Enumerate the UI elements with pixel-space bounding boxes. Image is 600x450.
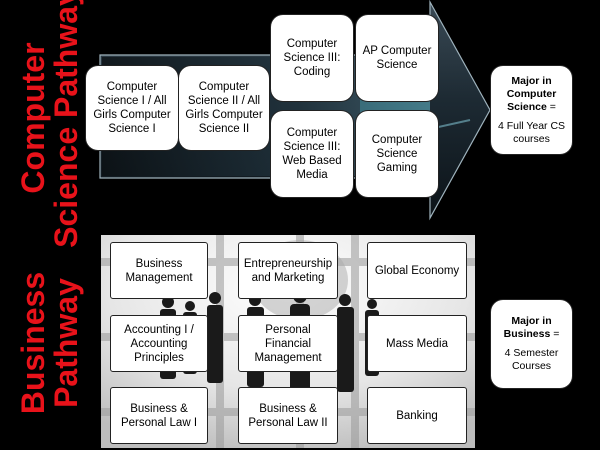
cs-course-cs3-coding: Computer Science III: Coding xyxy=(271,15,353,101)
biz-course-law-1: Business & Personal Law I xyxy=(110,387,208,444)
biz-course-law-2: Business & Personal Law II xyxy=(238,387,338,444)
biz-course-management: Business Management xyxy=(110,242,208,299)
biz-course-accounting: Accounting I / Accounting Principles xyxy=(110,315,208,372)
biz-course-global-economy: Global Economy xyxy=(367,242,467,299)
cs-course-cs3-web: Computer Science III: Web Based Media xyxy=(271,111,353,197)
cs-course-ap-cs: AP Computer Science xyxy=(356,15,438,101)
biz-course-banking: Banking xyxy=(367,387,467,444)
cs-course-gaming: Computer Science Gaming xyxy=(356,111,438,197)
biz-major-callout: Major in Business = 4 Semester Courses xyxy=(491,300,572,388)
biz-course-mass-media: Mass Media xyxy=(367,315,467,372)
biz-course-entrepreneurship: Entrepreneurship and Marketing xyxy=(238,242,338,299)
cs-course-cs1: Computer Science I / All Girls Computer … xyxy=(86,66,178,150)
biz-course-personal-finance: Personal Financial Management xyxy=(238,315,338,372)
cs-course-cs2: Computer Science II / All Girls Computer… xyxy=(179,66,269,150)
cs-major-callout: Major in Computer Science = 4 Full Year … xyxy=(491,66,572,154)
